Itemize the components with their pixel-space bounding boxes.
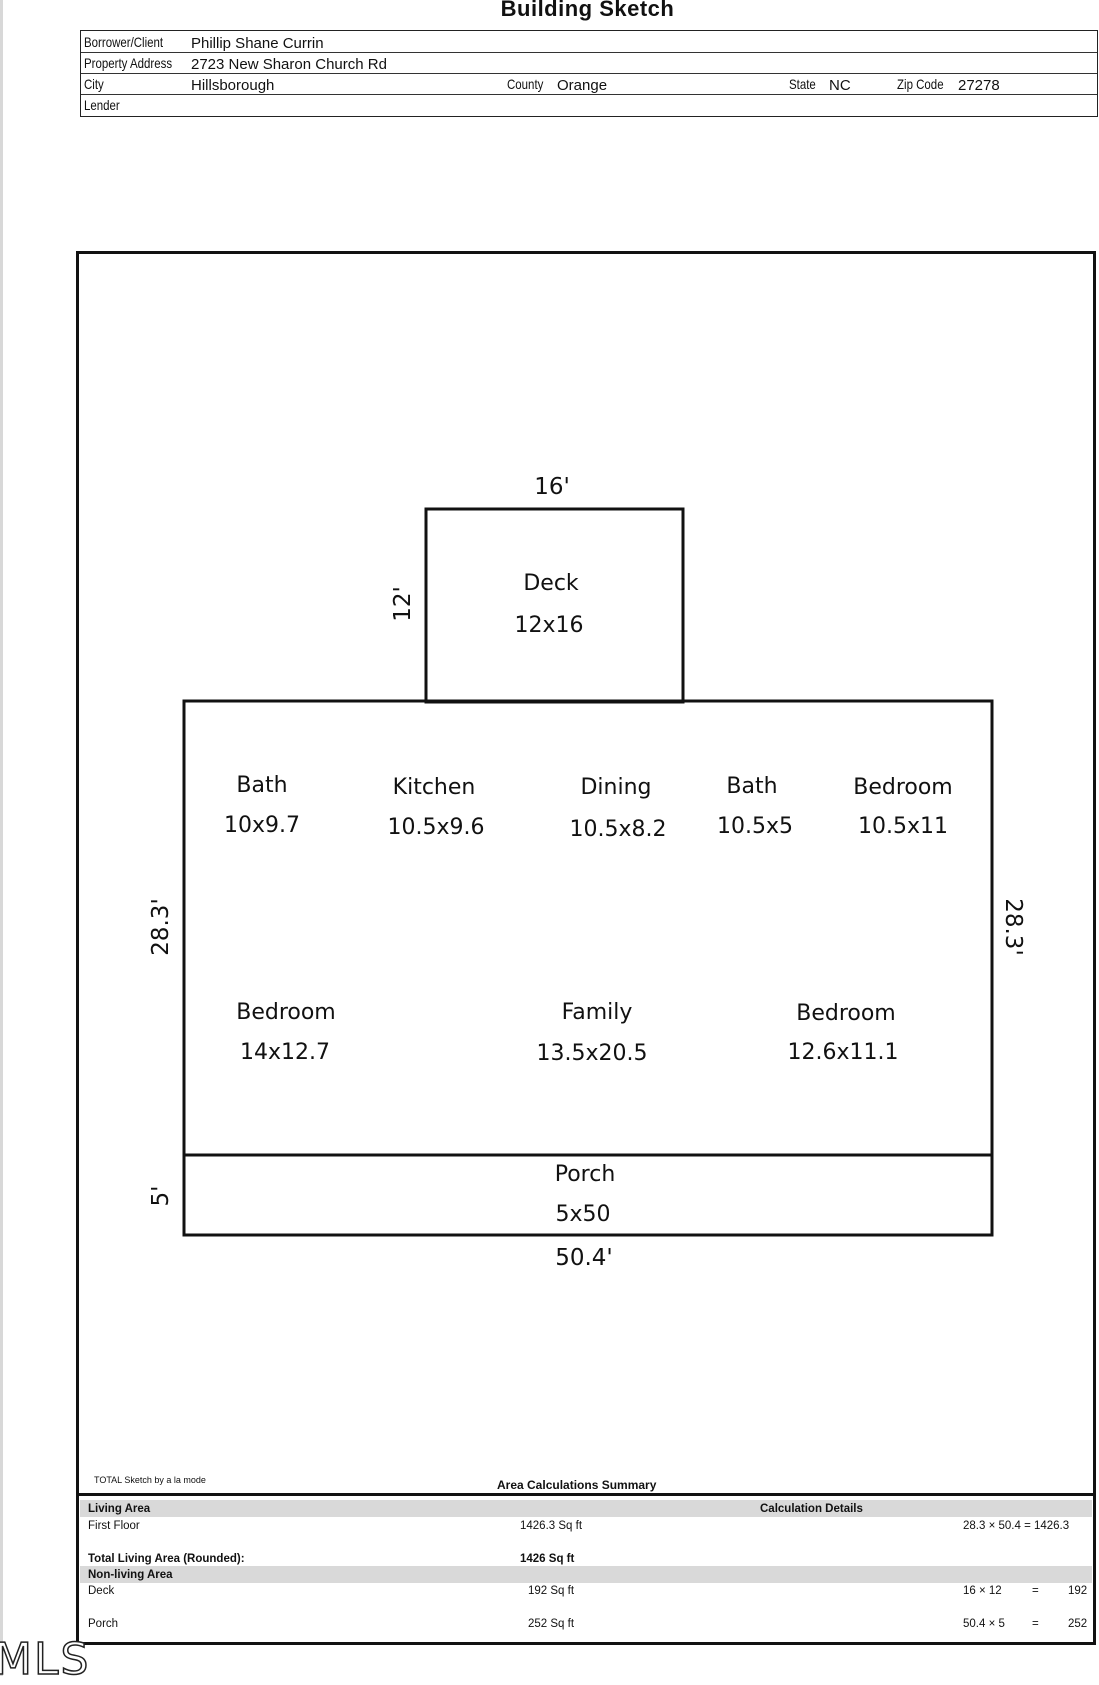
room-name-kitchen: Kitchen (393, 775, 476, 800)
borrower-label: Borrower/Client (84, 34, 164, 50)
header-table: Borrower/Client Phillip Shane Currin Pro… (80, 30, 1098, 117)
living-area-label: Living Area (88, 1503, 151, 1515)
first-floor-value: 1426.3 Sq ft (520, 1520, 583, 1532)
room-name-bedroom-1: Bedroom (853, 775, 953, 800)
sketch-frame (76, 251, 1096, 1645)
room-name-bath-1: Bath (236, 773, 287, 798)
address-label: Property Address (84, 55, 173, 71)
room-name-bedroom-2: Bedroom (236, 1000, 336, 1025)
porch-name: Porch (555, 1162, 616, 1187)
room-name-dining: Dining (580, 775, 651, 800)
address-value: 2723 New Sharon Church Rd (191, 56, 387, 73)
living-area-band (80, 1500, 1092, 1517)
deck-top-dimension: 16' (534, 474, 570, 500)
room-name-bath-2: Bath (726, 774, 777, 799)
calc-details-label: Calculation Details (760, 1503, 863, 1515)
porch-area-calc: 50.4 × 5 (963, 1618, 1005, 1630)
state-value: NC (829, 77, 851, 94)
deck-area-label: Deck (88, 1585, 115, 1597)
county-value: Orange (557, 77, 608, 94)
room-size-dining: 10.5x8.2 (570, 817, 667, 842)
page-title: Building Sketch (500, 0, 675, 21)
first-floor-calc: 28.3 × 50.4 = 1426.3 (963, 1520, 1070, 1532)
lender-row: Lender (81, 94, 1097, 115)
room-size-bath-1: 10x9.7 (224, 813, 300, 838)
house-outline (182, 699, 994, 1157)
deck-name: Deck (523, 571, 579, 596)
borrower-value: Phillip Shane Currin (191, 35, 324, 52)
deck-size: 12x16 (514, 613, 583, 638)
lender-label: Lender (84, 97, 120, 113)
room-name-family: Family (562, 1000, 633, 1025)
state-label: State (789, 76, 816, 92)
summary-divider (76, 1493, 1096, 1496)
deck-side-dimension: 12' (390, 586, 416, 622)
house-left-dimension: 28.3' (148, 898, 174, 956)
porch-side-dimension: 5' (148, 1186, 174, 1207)
room-size-kitchen: 10.5x9.6 (388, 815, 485, 840)
deck-area-calc: 16 × 12 (963, 1585, 1002, 1597)
deck-area-result: 192 (1068, 1585, 1088, 1597)
room-size-bedroom-2: 14x12.7 (240, 1040, 330, 1065)
porch-area-result: 252 (1068, 1618, 1088, 1630)
total-living-value: 1426 Sq ft (520, 1553, 575, 1565)
summary-title: Area Calculations Summary (497, 1478, 657, 1492)
room-size-bedroom-3: 12.6x11.1 (788, 1040, 899, 1065)
city-label: City (84, 76, 104, 92)
address-row: Property Address 2723 New Sharon Church … (81, 52, 1097, 74)
house-right-dimension: 28.3' (1000, 898, 1026, 956)
nonliving-area-band (80, 1566, 1092, 1583)
city-value: Hillsborough (191, 77, 275, 94)
zip-label: Zip Code (897, 76, 944, 92)
county-label: County (507, 76, 544, 92)
room-size-family: 13.5x20.5 (537, 1041, 648, 1066)
porch-outline (182, 1153, 994, 1237)
room-size-bedroom-1: 10.5x11 (858, 814, 948, 839)
borrower-row: Borrower/Client Phillip Shane Currin (81, 31, 1097, 53)
porch-area-value: 252 Sq ft (528, 1618, 575, 1630)
software-label: TOTAL Sketch by a la mode (94, 1475, 206, 1485)
nonliving-area-label: Non-living Area (88, 1569, 173, 1581)
total-living-label: Total Living Area (Rounded): (88, 1553, 245, 1565)
room-name-bedroom-3: Bedroom (796, 1001, 896, 1026)
page-edge (0, 0, 3, 1676)
zip-value: 27278 (958, 77, 1000, 94)
city-row: City Hillsborough County Orange State NC… (81, 73, 1097, 95)
deck-outline (424, 507, 685, 704)
first-floor-label: First Floor (88, 1520, 140, 1532)
porch-size: 5x50 (555, 1202, 610, 1227)
deck-area-equals: = (1032, 1585, 1039, 1597)
deck-area-value: 192 Sq ft (528, 1585, 575, 1597)
porch-area-label: Porch (88, 1618, 119, 1630)
mls-watermark: MLS (0, 1633, 91, 1685)
house-bottom-dimension: 50.4' (555, 1245, 613, 1271)
porch-area-equals: = (1032, 1618, 1039, 1630)
room-size-bath-2: 10.5x5 (717, 814, 793, 839)
